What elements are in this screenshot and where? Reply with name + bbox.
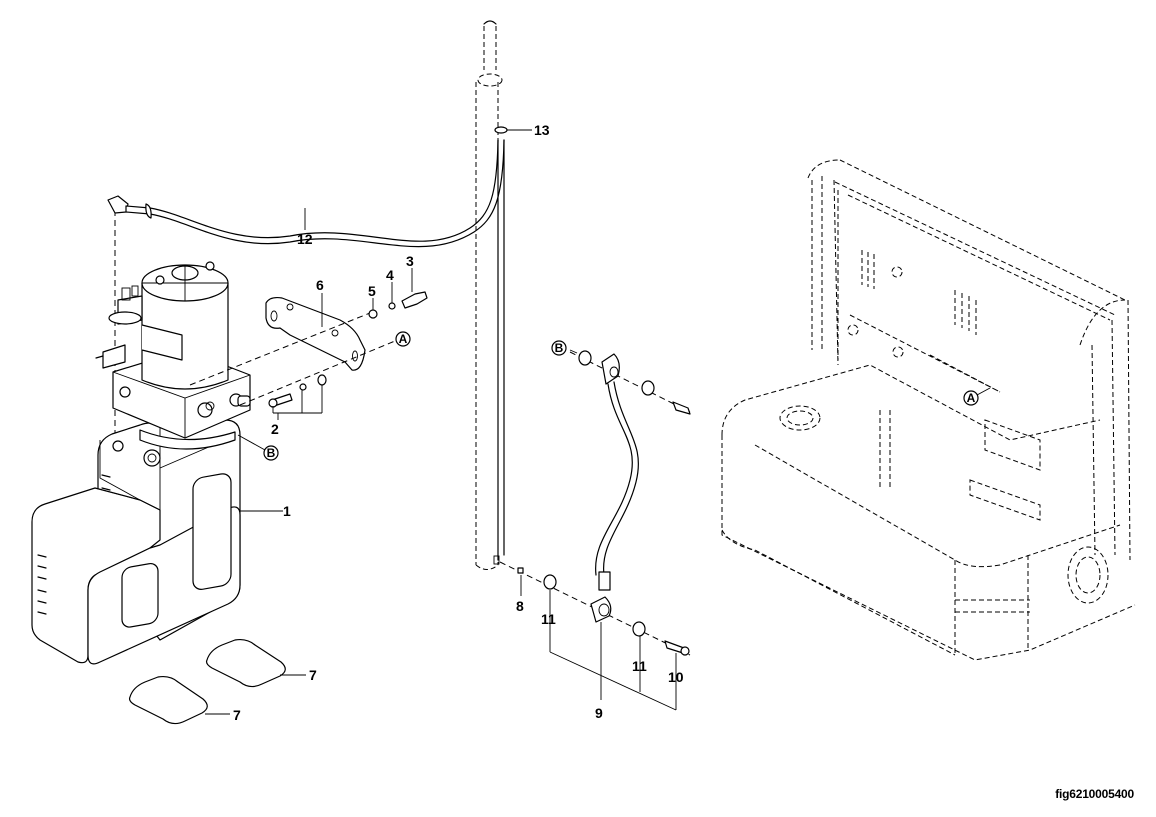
hydraulic-tank (31, 419, 241, 665)
svg-text:B: B (555, 341, 564, 355)
bolt (401, 291, 428, 309)
svg-text:A: A (967, 391, 976, 405)
callout-11a: 11 (541, 611, 556, 627)
callout-7a: 7 (309, 667, 317, 683)
callout-8: 8 (516, 598, 524, 614)
lock-washer (388, 302, 396, 310)
sealing-washer-a (543, 574, 557, 590)
callout-5: 5 (368, 283, 376, 299)
callout-12: 12 (297, 231, 313, 247)
ref-a-frame: A (963, 390, 979, 406)
elbow-fitting (107, 195, 129, 214)
ref-b-hose: B (551, 340, 567, 356)
sealing-washer-upper-a (578, 350, 592, 366)
callout-9: 9 (595, 705, 603, 721)
level-marks (37, 474, 111, 615)
mounting-bracket (265, 296, 366, 371)
rubber-pad-a (205, 638, 286, 688)
reference-markers: A B B A (263, 331, 991, 461)
hydraulic-hose-upper (145, 139, 505, 248)
filler-cap (143, 449, 161, 467)
sealing-washer-b (632, 621, 646, 637)
ref-a-pump: A (395, 331, 411, 347)
svg-text:B: B (267, 446, 276, 460)
sealing-washer-upper-b (641, 380, 655, 396)
callout-4: 4 (386, 267, 394, 283)
callout-1: 1 (283, 503, 291, 519)
truck-frame (721, 159, 1136, 661)
callout-10: 10 (668, 669, 684, 685)
pump-unit (31, 195, 251, 665)
callout-13: 13 (534, 122, 550, 138)
hose-assembly (499, 350, 691, 656)
callout-11b: 11 (632, 658, 647, 674)
callout-6: 6 (316, 277, 324, 293)
callout-3: 3 (406, 253, 414, 269)
svg-text:A: A (399, 332, 408, 346)
leader-lines (205, 129, 677, 715)
flat-washer (368, 309, 378, 319)
pump-motor (108, 261, 229, 390)
callout-7b: 7 (233, 707, 241, 723)
callout-labels: 1 2 3 4 5 6 7 7 8 9 10 11 11 12 13 (233, 122, 684, 723)
small-fitting (517, 567, 524, 574)
rubber-pad-b (128, 675, 208, 725)
banjo-fitting (590, 596, 612, 623)
hose-clip (494, 126, 508, 134)
figure-id-label: fig6210005400 (1055, 787, 1134, 801)
callout-2: 2 (271, 421, 279, 437)
rubber-pads (128, 638, 286, 725)
mounting-hardware (189, 291, 428, 408)
banjo-bolt-upper (672, 401, 691, 415)
hose-ferrule (598, 571, 611, 591)
ref-b-pump: B (263, 445, 279, 461)
